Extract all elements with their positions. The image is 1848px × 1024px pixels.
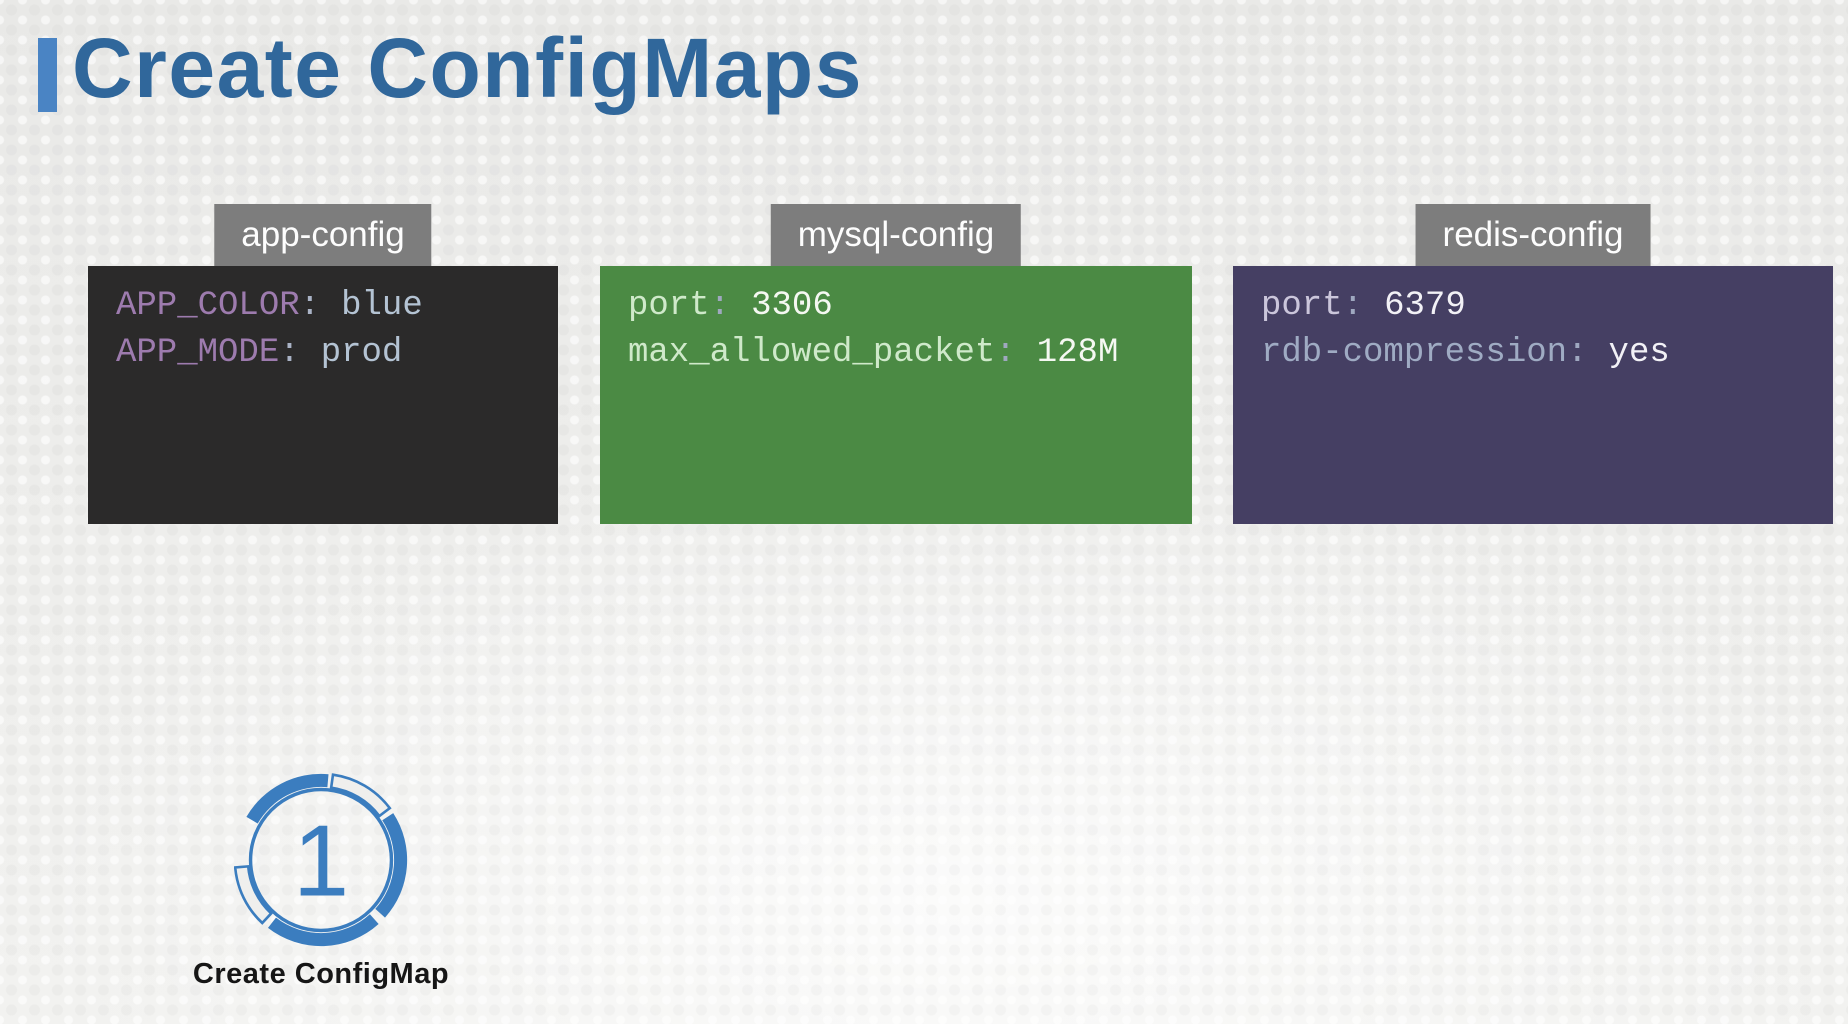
config-value: prod	[320, 334, 403, 372]
configmap-box-redis-config: redis-config port:6379 rdb-compression:y…	[1233, 204, 1833, 524]
config-colon: :	[1342, 287, 1364, 325]
step-1-circle-icon: 1	[234, 773, 408, 947]
configmap-data: port:6379 rdb-compression:yes	[1233, 266, 1833, 394]
title-accent-bar	[38, 38, 57, 112]
arc-segment-thick	[267, 914, 379, 947]
config-entry: APP_MODE: prod	[116, 334, 402, 372]
config-colon: :	[995, 334, 1016, 372]
configmap-data: APP_COLOR: blue APP_MODE: prod	[88, 266, 558, 394]
arc-segment-outline	[329, 773, 392, 818]
config-entry: max_allowed_packet:128M	[628, 334, 1118, 372]
config-colon: :	[1567, 334, 1588, 372]
arc-segment-thick	[246, 773, 329, 824]
config-key: APP_COLOR	[116, 287, 300, 325]
config-key: port	[1261, 287, 1343, 325]
configmap-name-tab: redis-config	[1415, 204, 1651, 266]
config-key: rdb-compression	[1261, 334, 1568, 372]
config-colon: :	[279, 334, 300, 372]
config-value: 6379	[1384, 287, 1466, 325]
config-value: 128M	[1036, 334, 1119, 372]
config-key: APP_MODE	[116, 334, 280, 372]
configmap-name-tab: app-config	[214, 204, 432, 266]
inner-ring	[248, 787, 394, 933]
config-value: 3306	[751, 287, 833, 325]
config-colon: :	[709, 287, 731, 325]
config-entry: APP_COLOR: blue	[116, 287, 423, 325]
configmap-box-app-config: app-config APP_COLOR: blue APP_MODE: prod	[88, 204, 558, 524]
config-entry: port:6379	[1261, 287, 1466, 325]
config-key: max_allowed_packet	[628, 334, 996, 372]
config-value: yes	[1608, 334, 1670, 372]
configmap-data: port:3306 max_allowed_packet:128M	[600, 266, 1192, 394]
configmap-box-mysql-config: mysql-config port:3306 max_allowed_packe…	[600, 204, 1192, 524]
config-value: blue	[341, 287, 423, 325]
config-key: port	[628, 287, 710, 325]
step-label: Create ConfigMap	[192, 958, 450, 990]
config-entry: rdb-compression: yes	[1261, 334, 1670, 372]
page-title: Create ConfigMaps	[72, 21, 863, 115]
arc-segment-outline	[234, 864, 274, 925]
config-entry: port:3306	[628, 287, 833, 325]
step-number: 1	[293, 806, 349, 918]
configmap-name-tab: mysql-config	[770, 204, 1022, 266]
arc-segment-thick	[375, 813, 408, 918]
step-indicator: 1 Create ConfigMap	[160, 773, 482, 991]
config-colon: :	[299, 287, 321, 325]
